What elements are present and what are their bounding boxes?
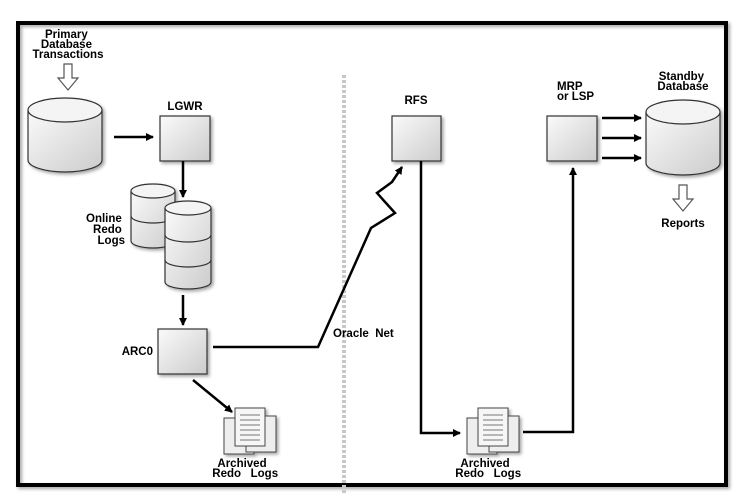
oracle-net-transport-line [213,166,404,349]
online-redo-log-cylinder-front [164,200,212,290]
mrp-lsp-process-box [546,115,598,162]
arc0-process-box [157,328,208,375]
rfs-label: RFS [405,95,428,107]
archived-redo-logs-standby-label: Archived Redo Logs [455,458,521,480]
standby-database-label: Standby Database [657,71,708,93]
arrow-rfs-to-archived-logs [419,161,461,437]
online-redo-logs-label: Online Redo Logs [86,213,125,247]
lgwr-label: LGWR [167,101,203,113]
hollow-down-arrow-icon [671,184,695,212]
primary-transactions-label: Primary Database Transactions [33,29,104,61]
arrow-arc0-to-archived-logs [192,379,233,413]
mrp-lsp-label: MRP or LSP [557,81,594,103]
arc0-label: ARC0 [122,346,153,358]
lgwr-process-box [159,115,211,162]
reports-label: Reports [661,218,704,230]
diagram-frame [16,21,728,487]
standby-archived-redo-logs-icon [466,407,520,455]
archived-redo-logs-primary-label: Archived Redo Logs [0,0,288,480]
oracle-net-label: Oracle Net [333,328,394,340]
arrow-archived-logs-to-mrp [523,167,577,434]
hollow-down-arrow-icon [56,63,80,91]
rfs-process-box [391,115,442,162]
standby-database-cylinder [645,99,721,176]
primary-database-cylinder [27,97,103,173]
archived-redo-logs-icon [223,407,277,455]
